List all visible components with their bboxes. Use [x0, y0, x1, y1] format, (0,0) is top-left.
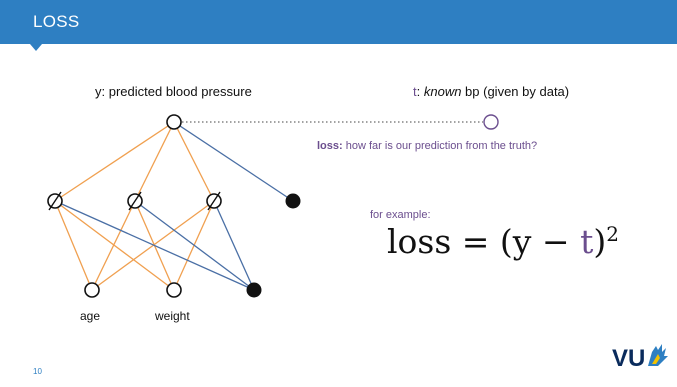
input-node-age — [84, 282, 100, 298]
output-node-y — [166, 114, 182, 130]
slide-title: LOSS — [33, 12, 80, 31]
bias-output-edge — [173, 121, 294, 202]
input-label-age: age — [80, 309, 101, 323]
hidden-node — [127, 191, 143, 211]
output-label: y: predicted blood pressure — [95, 84, 252, 99]
edge — [54, 200, 175, 291]
bias-node-output — [285, 193, 301, 209]
input-hidden-edges — [54, 200, 215, 291]
example-label: for example: — [370, 209, 431, 221]
slide-header: LOSS — [0, 0, 677, 44]
edge — [173, 121, 215, 202]
loss-bold: loss: — [317, 140, 343, 152]
target-node-t — [483, 114, 499, 130]
input-node-weight — [166, 282, 182, 298]
vu-logo: VU — [612, 344, 668, 372]
target-var: t — [413, 84, 417, 99]
formula-rhs: ) — [593, 222, 607, 261]
target-known-word: known — [423, 84, 462, 99]
edge — [54, 121, 175, 202]
target-label: t: known bp (given by data) — [413, 84, 570, 99]
loss-desc-text: how far is our prediction from the truth… — [342, 140, 538, 152]
input-label-weight: weight — [155, 309, 190, 323]
edge — [213, 200, 255, 291]
header-tab-pointer — [30, 44, 42, 51]
loss-description: loss: how far is our prediction from the… — [317, 140, 537, 152]
formula-lhs: loss = (y − — [387, 222, 581, 261]
griffin-icon — [648, 344, 668, 366]
target-label-rest: bp (given by data) — [461, 84, 570, 99]
formula-exponent: 2 — [606, 222, 619, 246]
page-number: 10 — [33, 367, 42, 376]
edge — [134, 200, 255, 291]
loss-formula: loss = (y − t)2 — [387, 222, 619, 261]
vu-logo-text: VU — [612, 345, 645, 372]
edge — [54, 200, 93, 291]
formula-t: t — [580, 222, 594, 261]
bias-node-hidden — [246, 282, 262, 298]
hidden-node — [47, 191, 63, 211]
edge — [54, 200, 255, 291]
hidden-node — [206, 191, 222, 211]
bias-hidden-edges — [54, 200, 255, 291]
edge — [134, 121, 175, 202]
hidden-output-edges — [54, 121, 215, 202]
